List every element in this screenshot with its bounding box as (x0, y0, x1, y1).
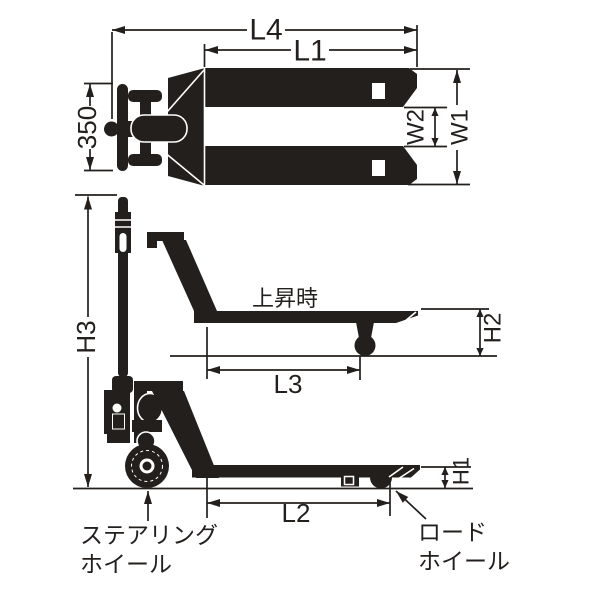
steering-wheel-label-line2: ホイール (80, 551, 172, 577)
raised-carriage-cap (147, 232, 184, 241)
dim-h2: H2 (421, 308, 507, 356)
dim-l3-label: L3 (274, 369, 303, 399)
fork-lower (204, 146, 417, 185)
pump-foot (107, 432, 130, 443)
dim-l4: L4 (111, 14, 418, 119)
dim-l2-label: L2 (282, 498, 311, 528)
fork-upper (204, 68, 417, 107)
fork-lower-cutout (372, 160, 385, 176)
lowered-fork (192, 465, 420, 478)
fork-upper-cutout (372, 83, 385, 99)
steering-wheel-rim (131, 450, 163, 482)
load-wheel-label-line2: ホイール (418, 548, 510, 574)
pump-base-bar (132, 420, 162, 432)
load-wheel-callout: ロード ホイール (395, 490, 510, 574)
tiller-link-lower (140, 137, 151, 156)
side-view-lowered: H3 H1 L2 ステアリング ホイール ロード ホイール (71, 194, 510, 577)
tiller-pivot-knob (112, 376, 133, 393)
tiller-crossbar-upper (128, 90, 162, 102)
dim-350-label: 350 (72, 106, 102, 149)
pump-assembly (104, 376, 164, 451)
raised-fork-tip-seam (403, 311, 417, 323)
dim-w1-label: W1 (447, 109, 474, 145)
raised-load-wheel (354, 335, 376, 356)
tiller-link-upper (140, 100, 151, 120)
dim-l2: L2 (206, 478, 391, 528)
raised-carriage-cap-step (147, 232, 157, 248)
grip-slot (119, 233, 127, 252)
raised-fork (194, 311, 418, 323)
top-view: L4 L1 350 W2 W (72, 14, 474, 186)
dim-h3-label: H3 (71, 320, 101, 353)
dim-l3: L3 (206, 327, 361, 399)
handle-knob-top-view (104, 121, 119, 137)
dim-w1: W1 (408, 68, 474, 186)
wheel-lever-seam-1 (388, 466, 404, 478)
steering-wheel (125, 444, 169, 488)
lowered-carriage-cap (138, 381, 183, 391)
handle-grip-block (115, 212, 131, 253)
wheel-lever-seam-2 (397, 467, 415, 480)
raised-note: 上昇時 (252, 286, 318, 311)
pump-inspection-window (112, 413, 125, 430)
steering-wheel-axle (142, 461, 152, 471)
dim-h1-label: H1 (449, 457, 474, 485)
dim-w2: W2 (403, 106, 447, 148)
lowered-carriage-strut (152, 391, 219, 478)
dim-h2-label: H2 (480, 313, 507, 344)
pump-pin-hole (112, 403, 122, 413)
dim-l1-label: L1 (293, 35, 326, 68)
dim-l4-label: L4 (249, 14, 282, 47)
raised-carriage-strut (162, 240, 217, 311)
dim-w2-label: W2 (403, 109, 430, 145)
side-view-raised: 上昇時 L3 H2 (147, 232, 507, 399)
load-wheel-label-line1: ロード (418, 519, 487, 545)
dim-l1: L1 (203, 35, 417, 68)
carriage-seam-lower (151, 141, 205, 186)
tiller-crossbar-lower (128, 154, 162, 166)
dim-h1: H1 (421, 457, 474, 488)
dim-350: 350 (72, 82, 113, 172)
raised-wheel-leg (356, 322, 374, 338)
dim-h3: H3 (71, 194, 117, 487)
tiller-grip (130, 114, 188, 143)
load-wheel-leader (395, 490, 427, 520)
wheel-bracket-window (343, 475, 355, 486)
steering-wheel-callout: ステアリング ホイール (80, 491, 218, 577)
steering-wheel-label-line1: ステアリング (80, 522, 218, 548)
